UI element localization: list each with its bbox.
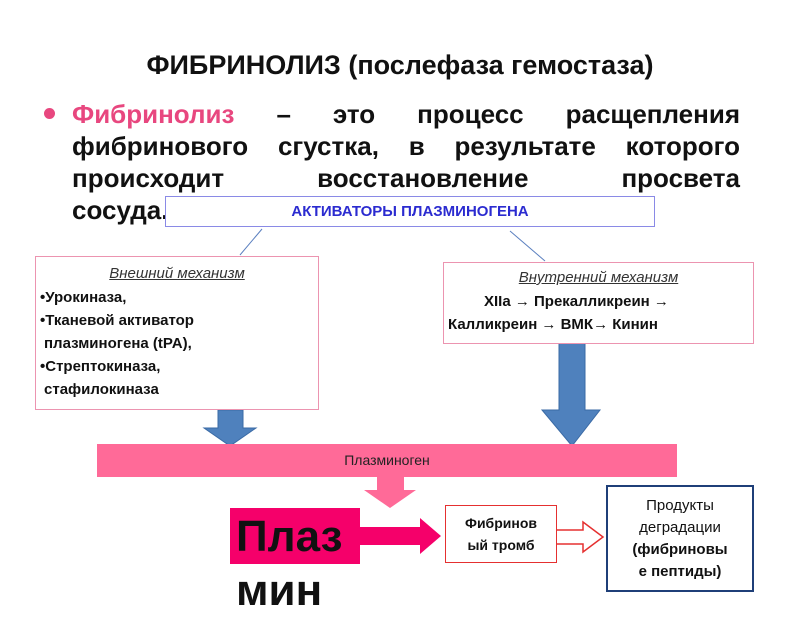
- item-urokinase: •Урокиназа,: [40, 289, 127, 306]
- connectors: [202, 228, 605, 554]
- definition-paragraph: Фибринолиз – это процесс расщепления фиб…: [72, 98, 740, 226]
- def-line2: фибринового сгустка, в результате которо…: [72, 131, 740, 161]
- internal-mechanism-box: Внутренний механизм XIIa → Прекалликреин…: [443, 262, 754, 344]
- bullet-dot: [44, 108, 55, 119]
- products-line3: (фибриновы: [632, 540, 728, 558]
- item-tpa: •Тканевой активатор: [40, 312, 194, 329]
- arrow-down-left-icon: [202, 409, 258, 447]
- def-line1: – это процесс расщепления: [234, 99, 740, 129]
- arrow-down-pink-icon: [364, 477, 416, 508]
- external-mechanism-box: Внешний механизм •Урокиназа, •Тканевой а…: [35, 256, 319, 410]
- arrow-down-right-icon: [540, 342, 602, 447]
- products-line2: деградации: [639, 518, 721, 536]
- def-line4: сосуда.: [72, 195, 169, 225]
- internal-line1: XIIa → Прекалликреин →: [484, 293, 669, 310]
- degradation-products-box: Продукты деградации (фибриновы е пептиды…: [606, 485, 754, 592]
- arrow-right-magenta-icon: [360, 518, 441, 554]
- activators-box: АКТИВАТОРЫ ПЛАЗМИНОГЕНА: [165, 196, 655, 227]
- slide-title: ФИБРИНОЛИЗ (послефаза гемостаза): [146, 50, 654, 80]
- internal-line2: Калликреин → ВМК→ Кинин: [448, 316, 658, 333]
- item-tpa-cont: плазминогена (tPA),: [44, 335, 192, 352]
- fibrin-line1: Фибринов: [465, 515, 537, 531]
- fibrin-line2: ый тромб: [467, 537, 535, 553]
- products-line4: е пептиды): [638, 562, 722, 580]
- item-streptokinase: •Стрептокиназа,: [40, 358, 161, 375]
- products-line1: Продукты: [646, 496, 714, 514]
- arrow-right-hollow-icon: [555, 520, 605, 554]
- external-heading: Внешний механизм: [109, 265, 245, 282]
- internal-heading: Внутренний механизм: [518, 269, 679, 286]
- plasmin-label: Плазмин: [236, 512, 343, 615]
- def-line3: происходит восстановление просвета: [72, 163, 740, 193]
- item-staphylokinase: стафилокиназа: [44, 381, 159, 398]
- connector-right: [509, 230, 546, 262]
- term: Фибринолиз: [72, 99, 235, 129]
- connector-left: [239, 228, 263, 256]
- plasminogen-bar: Плазминоген: [97, 444, 677, 477]
- fibrin-clot-box: Фибринов ый тромб: [445, 505, 557, 563]
- plasmin-box: [230, 508, 360, 564]
